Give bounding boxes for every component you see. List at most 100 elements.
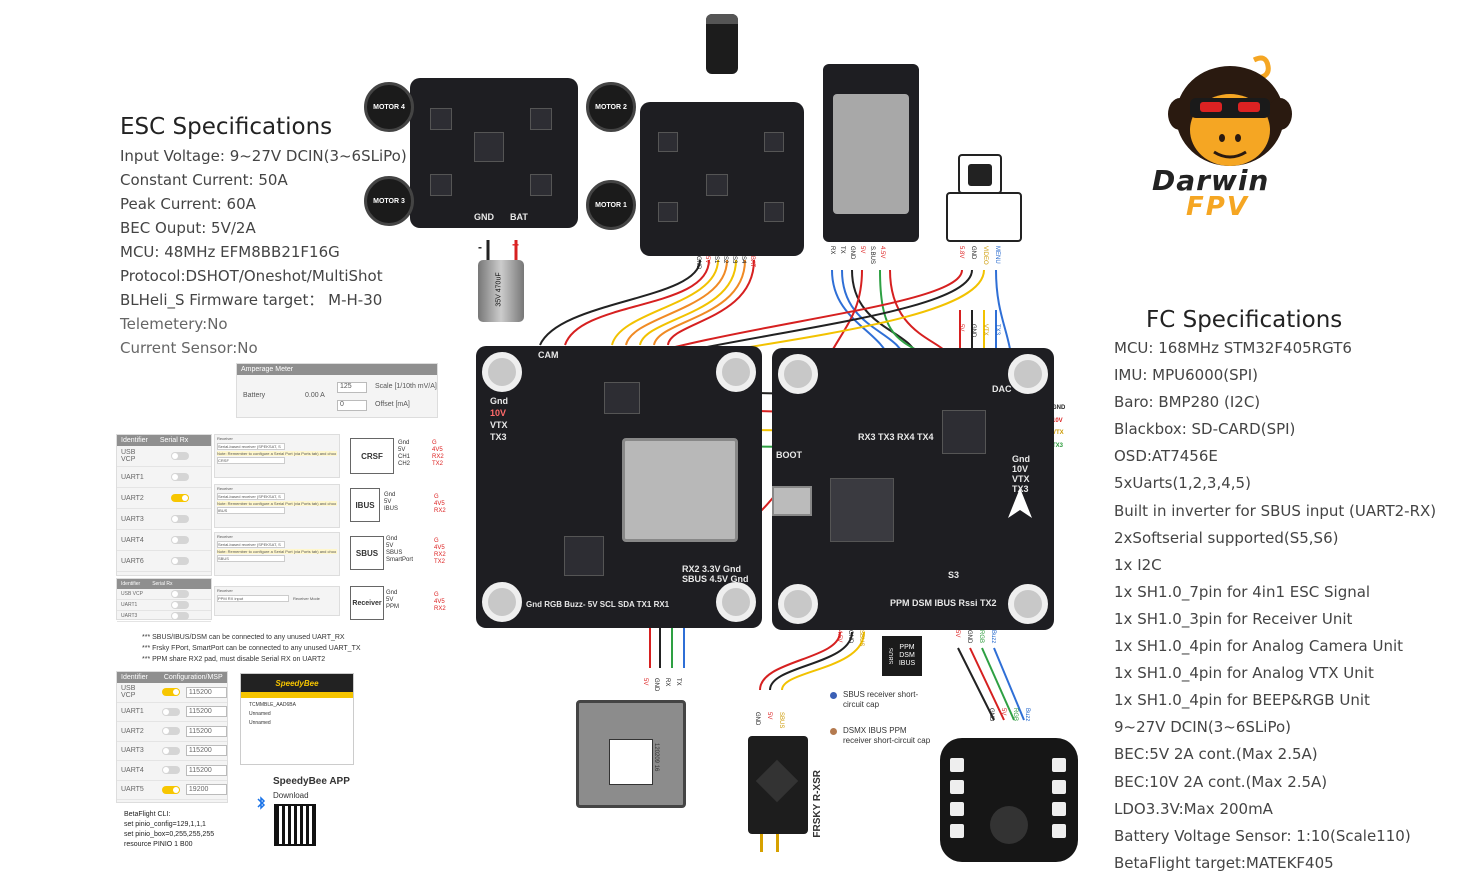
fc-spec-line: 1x SH1.0_4pin for Analog Camera Unit (1114, 637, 1404, 656)
fc-board-top: RX3 TX3 RX4 TX4 BOOT DAC Gnd 10V VTX TX3… (772, 348, 1054, 630)
wire-rx-sbus (879, 269, 936, 361)
cap-minus-label: - (478, 240, 482, 254)
esc-spec-line: Peak Current: 60A (120, 195, 256, 213)
crsf-fc-pins: G 4V5 RX2 TX2 (432, 440, 444, 468)
sbus-pad-harness-labels: 4.5V GND SBUS (834, 630, 864, 646)
sbus-fc-pins: G 4V5 RX2 TX2 (434, 538, 446, 566)
pin-label: Gnd (398, 440, 410, 446)
msp-toggle[interactable] (162, 766, 180, 775)
fc-left-bottom-pads: RX2 3.3V Gnd (682, 564, 742, 574)
ibus-fc-pins: G 4V5 RX2 (434, 494, 446, 515)
receiver-mode-select[interactable]: Serial-based receiver (SPEKSAT, S (217, 493, 285, 500)
harness-label: TX (675, 678, 681, 686)
rx-diagram-ibus: IBUS (350, 488, 380, 522)
ble-device[interactable]: Unnamed (249, 720, 271, 726)
receiver-config-label: Receiver (217, 588, 233, 593)
col-serial-rx: Serial Rx (152, 581, 173, 587)
rx-diagram-crsf: CRSF (350, 438, 394, 474)
port-id: USB VCP (121, 591, 143, 597)
msp-toggle[interactable] (162, 746, 180, 755)
pin-label: PPM (386, 604, 400, 610)
baud-select[interactable]: 115200 (185, 686, 227, 698)
serial-rx-toggle[interactable] (171, 515, 189, 523)
serial-rx-toggle[interactable] (171, 612, 189, 620)
ppm-select[interactable]: PPM RX input (217, 595, 289, 602)
baud-select[interactable]: 115200 (185, 725, 227, 737)
fc-pin-label: G (434, 494, 439, 500)
fc-board-bottom: Gnd 10V VTX TX3 CAM RX2 3.3V Gnd SBUS 4.… (476, 346, 762, 628)
serial-rx-toggle[interactable] (171, 494, 189, 502)
wire-esc-s3 (639, 259, 737, 346)
cli-line: resource PINIO 1 B00 (124, 841, 193, 848)
darwin-fpv-logo: Darwin FPV (1150, 52, 1310, 232)
serial-rx-toggle[interactable] (171, 452, 189, 460)
usb-port[interactable] (772, 486, 812, 516)
ble-device[interactable]: TCMMBLE_AAD6BA (249, 702, 296, 708)
s3-label: S3 (948, 570, 960, 580)
serial-rx-toggle[interactable] (171, 536, 189, 544)
receiver-mode-label: Receiver Mode (293, 596, 320, 601)
fc-pin-label: G (434, 538, 439, 544)
pin-label: 5V (386, 597, 394, 603)
harness-label: 4.5V (836, 630, 842, 643)
speedybee-download[interactable]: Download (273, 791, 309, 800)
fc-pin-label: RX2 (432, 454, 444, 460)
fpv-camera (946, 154, 1022, 244)
ble-device[interactable]: Unnamed (249, 711, 271, 717)
msp-toggle[interactable] (162, 785, 180, 794)
serial-rx-toggle[interactable] (171, 601, 189, 609)
harness-label: GND (754, 712, 760, 726)
battery-label: Battery (243, 392, 266, 399)
boot-label: BOOT (776, 450, 802, 460)
ports-serial-rx-mini: Identifier Serial Rx USB VCP UART1 UART3 (116, 578, 212, 622)
offset-input[interactable]: 0 (337, 400, 367, 411)
fc-left-bottom-pads-2: SBUS 4.5V Gnd (682, 574, 749, 584)
harness-label: TX3 (994, 324, 1000, 336)
provider-select[interactable]: CRSF (217, 457, 285, 464)
receiver-config-label: Receiver (217, 436, 233, 441)
pin-label: CH2 (398, 461, 411, 467)
fc-spec-line: Blackbox: SD-CARD(SPI) (1114, 420, 1296, 439)
serial-rx-toggle[interactable] (171, 590, 189, 598)
dsmx-cap-note: DSMX IBUS PPM receiver short-circuit cap (843, 726, 931, 745)
cli-line: set pinio_box=0,255,255,255 (124, 831, 215, 838)
fc-left-gnd: Gnd (490, 396, 508, 406)
side-label: VTX (1052, 430, 1064, 436)
fc-left-10v: 10V (490, 408, 507, 418)
baud-select[interactable]: 115200 (185, 706, 227, 718)
col-msp: Configuration/MSP (163, 674, 223, 681)
cap-dsm-label: DSM (899, 652, 915, 659)
fc-pin-label: G (432, 440, 437, 446)
baud-select[interactable]: 115200 (185, 745, 227, 757)
fc-right-bottom-pads: PPM DSM IBUS Rssi TX2 (890, 598, 997, 608)
fc-spec-line: MCU: 168MHz STM32F405RGT6 (1114, 339, 1352, 357)
baud-select[interactable]: 115200 (185, 764, 227, 776)
wire-esc-gnd (539, 259, 701, 346)
esc-spec-line: Constant Current: 50A (120, 171, 288, 189)
msp-toggle[interactable] (162, 727, 180, 736)
provider-select[interactable]: SBUS (217, 555, 285, 562)
pin-label: CH1 (398, 454, 411, 460)
receiver-config-sbus: Receiver Serial-based receiver (SPEKSAT,… (214, 532, 340, 576)
receiver-mode-select[interactable]: Serial-based receiver (SPEKSAT, S (217, 541, 285, 548)
serial-rx-toggle[interactable] (171, 473, 189, 481)
wire-esc-s1 (611, 259, 719, 346)
receiver-module-bottom: 120209 16 (576, 700, 686, 808)
motor-4-badge: MOTOR 4 (364, 82, 414, 132)
fc-right-uart-pads: RX3 TX3 RX4 TX4 (858, 432, 934, 442)
provider-select[interactable]: IBUS (217, 507, 285, 514)
esc-harness-labels: GND 5V S1 S2 S3 S4 BAT (694, 256, 755, 269)
buzzer (990, 806, 1028, 844)
harness-label: TX (839, 246, 845, 254)
receiver-mode-select[interactable]: Serial-based receiver (SPEKSAT, S (217, 443, 285, 450)
scale-input[interactable]: 125 (337, 382, 367, 393)
msp-toggle[interactable] (162, 707, 180, 716)
msp-toggle[interactable] (162, 688, 180, 697)
qr-code[interactable] (274, 804, 316, 846)
port-id: USB VCP (121, 449, 136, 463)
harness-label: GND (695, 256, 701, 270)
harness-label: GND (970, 246, 976, 260)
serial-rx-toggle[interactable] (171, 557, 189, 565)
baud-select[interactable]: 19200 (185, 784, 227, 796)
